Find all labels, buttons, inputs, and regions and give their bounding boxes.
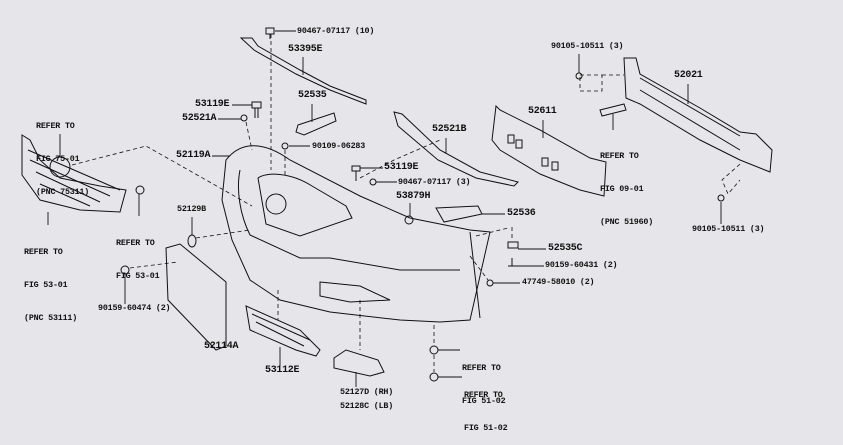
- fog-cover-part: [333, 349, 385, 377]
- parts-drawing: [21, 27, 773, 387]
- clip-53119e-right-icon: [351, 165, 361, 181]
- lower-grille-part: [245, 305, 321, 357]
- ref-line: FIG 75-01: [36, 154, 80, 164]
- label-upper-retainer: 53395E: [288, 44, 323, 55]
- label-reinforcement: 52021: [674, 70, 703, 81]
- label-bolt-top: 90105-10511 (3): [551, 41, 624, 51]
- label-emblem-ref: REFER TO FIG 75-01 (PNC 75311): [36, 99, 89, 209]
- ref-line: FIG 53-01: [116, 271, 160, 281]
- reinforcement-bracket-icon: [599, 103, 627, 117]
- ref-line: (PNC 75311): [36, 187, 90, 197]
- clip-icon: [265, 27, 275, 39]
- clip-52521a-icon: [240, 114, 248, 122]
- ref-line: REFER TO: [116, 238, 155, 248]
- nut-52535c-icon: [507, 241, 519, 249]
- ref-line: FIG 09-01: [600, 184, 644, 194]
- ref-line: FIG 53-01: [24, 280, 68, 290]
- cover-52129b-part: [187, 234, 197, 248]
- support-52535-part: [295, 112, 337, 136]
- label-reinforcement-ref: REFER TO FIG 09-01 (PNC 51960): [600, 129, 653, 239]
- energy-absorber-part: [491, 104, 607, 197]
- ref-line: FIG 51-02: [464, 423, 508, 433]
- label-plate-bracket: 52114A: [204, 341, 239, 352]
- label-grille-ref: REFER TO FIG 53-01 (PNC 53111): [24, 225, 77, 335]
- label-clip-top: 90467-07117 (10): [297, 26, 375, 36]
- bolt-top-icon: [575, 72, 583, 80]
- clip-90467-icon: [369, 178, 377, 186]
- clip-ref-51-a-icon: [429, 345, 439, 355]
- label-screw-47749: 47749-58010 (2): [522, 277, 595, 287]
- label-fog-cover-rh: 52127D (RH): [340, 387, 394, 397]
- label-clip-90109: 90109-06283: [312, 141, 366, 151]
- ref-line: REFER TO: [24, 247, 63, 257]
- ref-line: FIG 51-02: [462, 396, 506, 406]
- label-clip-ref-53: REFER TO FIG 53-01: [116, 216, 160, 293]
- label-screw-90159-60474: 90159-60474 (2): [98, 303, 171, 313]
- ref-line: (PNC 51960): [600, 217, 654, 227]
- grille-clip-icon: [135, 185, 145, 195]
- upper-retainer-part: [239, 37, 367, 105]
- label-clip-90467-3: 90467-07117 (3): [398, 177, 471, 187]
- label-bolt-bottom: 90105-10511 (3): [692, 224, 765, 234]
- label-cover-52129b: 52129B: [177, 204, 206, 214]
- label-support-52536: 52536: [507, 208, 536, 219]
- label-screw-90159-60431: 90159-60431 (2): [545, 260, 618, 270]
- screw-47749-icon: [486, 279, 494, 287]
- label-retainer-52521a: 52521A: [182, 113, 217, 124]
- label-absorber: 52611: [528, 106, 557, 117]
- label-retainer-52521b: 52521B: [432, 124, 467, 135]
- screw-90159-60431-icon: [508, 258, 516, 267]
- clip-53879h-icon: [404, 215, 414, 225]
- support-52536-part: [435, 205, 483, 223]
- clip-53119e-icon: [251, 101, 262, 118]
- label-nut-52535c: 52535C: [548, 243, 583, 254]
- label-clip-53119e-right: 53119E: [384, 162, 419, 173]
- label-lower-grille: 53112E: [265, 365, 300, 376]
- label-bumper-cover: 52119A: [176, 150, 211, 161]
- label-fog-cover-lh: 52128C (LB): [340, 401, 394, 411]
- license-plate-bracket-part: [165, 243, 227, 351]
- label-clip-53879h: 53879H: [396, 191, 431, 202]
- clip-90109-icon: [281, 142, 289, 150]
- ref-line: REFER TO: [464, 390, 503, 400]
- ref-line: REFER TO: [36, 121, 75, 131]
- label-ref-51-a: REFER TO FIG 51-02: [462, 341, 506, 418]
- ref-line: (PNC 53111): [24, 313, 78, 323]
- bumper-reinforcement-part: [623, 57, 773, 173]
- ref-line: REFER TO: [462, 363, 501, 373]
- ref-line: REFER TO: [600, 151, 639, 161]
- label-clip-53119e-left: 53119E: [195, 99, 230, 110]
- clip-ref-51-b-icon: [429, 372, 439, 382]
- bumper-cover-part: [221, 145, 491, 323]
- label-ref-51-b: REFER TO FIG 51-02: [464, 368, 508, 445]
- retainer-52521b-part: [393, 111, 519, 187]
- bolt-bottom-icon: [717, 194, 725, 202]
- label-support-52535: 52535: [298, 90, 327, 101]
